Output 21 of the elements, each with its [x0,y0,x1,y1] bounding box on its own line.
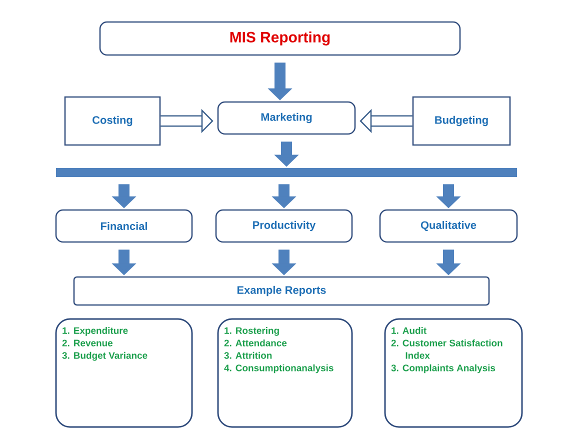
process-box: Qualitative [379,209,518,243]
process-box: Productivity [215,209,353,243]
title-box: MIS Reporting [99,21,461,56]
list-box [384,318,523,428]
input-box: Costing [64,96,161,146]
list-item: 2. Attendance [224,339,287,346]
list-item: 3. Budget Variance [62,352,148,361]
list-item: 3. Complaints Analysis [391,364,496,374]
list-box [217,318,353,428]
list-item: 2. Revenue [62,340,113,346]
list-item: 1. Audit [392,327,426,334]
list-item: 1. Expenditure [62,327,128,336]
result-box: Example Reports [73,276,490,306]
list-box [55,318,193,428]
list-item: 4. Consumptionanalysis [224,364,334,374]
list-item: 2. Customer Satisfaction Index [391,339,502,359]
list-item: 1. Rostering [224,327,279,336]
process-box: Marketing [217,101,356,135]
list-item: 3. Attrition [224,352,272,359]
input-box: Budgeting [412,96,511,146]
process-box: Financial [55,209,193,243]
